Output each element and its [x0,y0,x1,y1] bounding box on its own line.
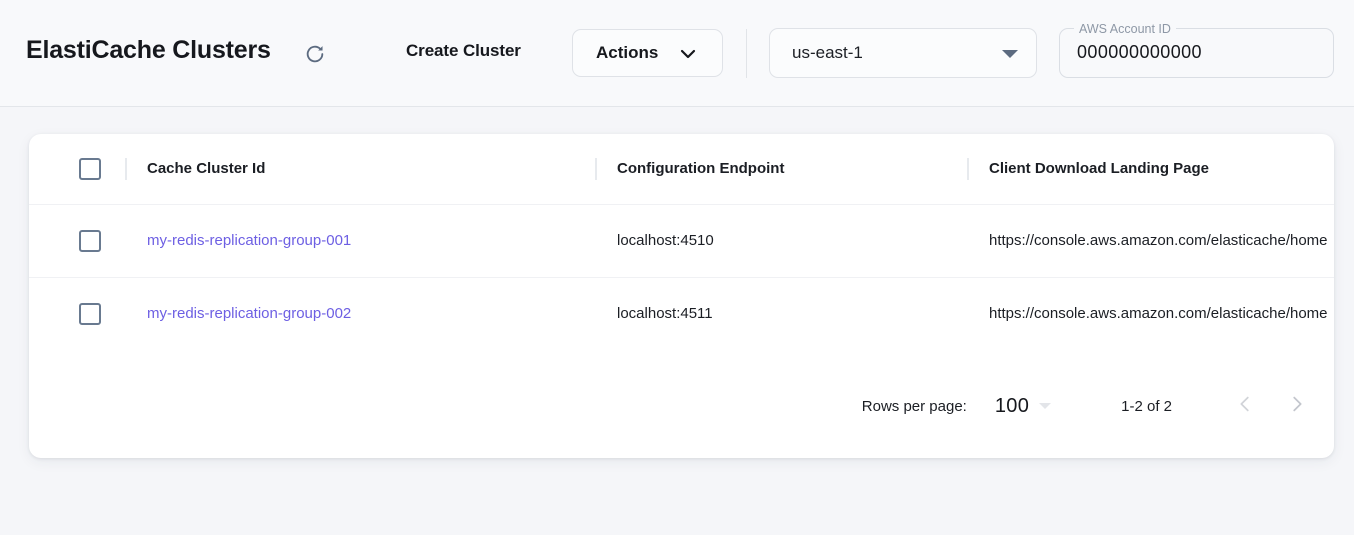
select-all-header [29,134,125,204]
refresh-icon[interactable] [302,41,328,67]
region-select[interactable]: us-east-1 [769,28,1037,78]
aws-account-id-value: 000000000000 [1077,42,1202,62]
pagination-bar: Rows per page: 100 1-2 of 2 [29,354,1334,458]
cell-cluster-id: my-redis-replication-group-002 [125,276,595,350]
cell-landing-page: https://console.aws.amazon.com/elasticac… [967,276,1334,350]
row-checkbox[interactable] [79,302,101,325]
cell-config-endpoint: localhost:4511 [595,276,967,350]
table-row[interactable]: my-redis-replication-group-002 localhost… [29,276,1334,350]
column-header-cluster-id[interactable]: Cache Cluster Id [125,134,595,204]
region-select-value: us-east-1 [792,43,863,62]
rows-per-page-caret-icon[interactable] [1039,403,1052,409]
table-row[interactable]: my-redis-replication-group-001 localhost… [29,203,1334,277]
cluster-id-link[interactable]: my-redis-replication-group-001 [147,232,352,249]
table-header: Cache Cluster Id Configuration Endpoint … [29,134,1334,204]
row-select-cell [29,203,125,277]
clusters-table: Cache Cluster Id Configuration Endpoint … [29,134,1334,350]
chevron-left-icon[interactable] [1234,393,1256,420]
dropdown-arrow-icon [1002,50,1018,58]
table-header-row: Cache Cluster Id Configuration Endpoint … [29,134,1334,204]
column-header-config-endpoint[interactable]: Configuration Endpoint [595,134,967,204]
row-select-cell [29,276,125,350]
cell-config-endpoint: localhost:4510 [595,203,967,277]
page-title: ElastiCache Clusters [26,36,271,64]
page-header: ElastiCache Clusters Create Cluster Acti… [0,0,1354,107]
rows-per-page-label: Rows per page: [861,397,967,415]
pagination-range-label: 1-2 of 2 [1121,397,1172,415]
header-divider [746,29,747,78]
rows-per-page-select[interactable]: 100 [994,394,1030,417]
row-checkbox[interactable] [79,229,101,252]
chevron-down-icon [679,47,697,66]
create-cluster-button[interactable]: Create Cluster [406,41,521,60]
clusters-card: Cache Cluster Id Configuration Endpoint … [29,134,1334,458]
cell-landing-page: https://console.aws.amazon.com/elasticac… [967,203,1334,277]
table-body: my-redis-replication-group-001 localhost… [29,203,1334,350]
column-header-landing-page[interactable]: Client Download Landing Page [967,134,1334,204]
cluster-id-link[interactable]: my-redis-replication-group-002 [147,305,352,323]
aws-account-id-label: AWS Account ID [1074,21,1176,37]
actions-button-label: Actions [596,43,659,62]
chevron-right-icon[interactable] [1286,393,1308,420]
select-all-checkbox[interactable] [79,157,101,180]
actions-button[interactable]: Actions [572,29,723,77]
cell-cluster-id: my-redis-replication-group-001 [125,203,595,277]
aws-account-id-field[interactable]: AWS Account ID 000000000000 [1059,21,1334,78]
